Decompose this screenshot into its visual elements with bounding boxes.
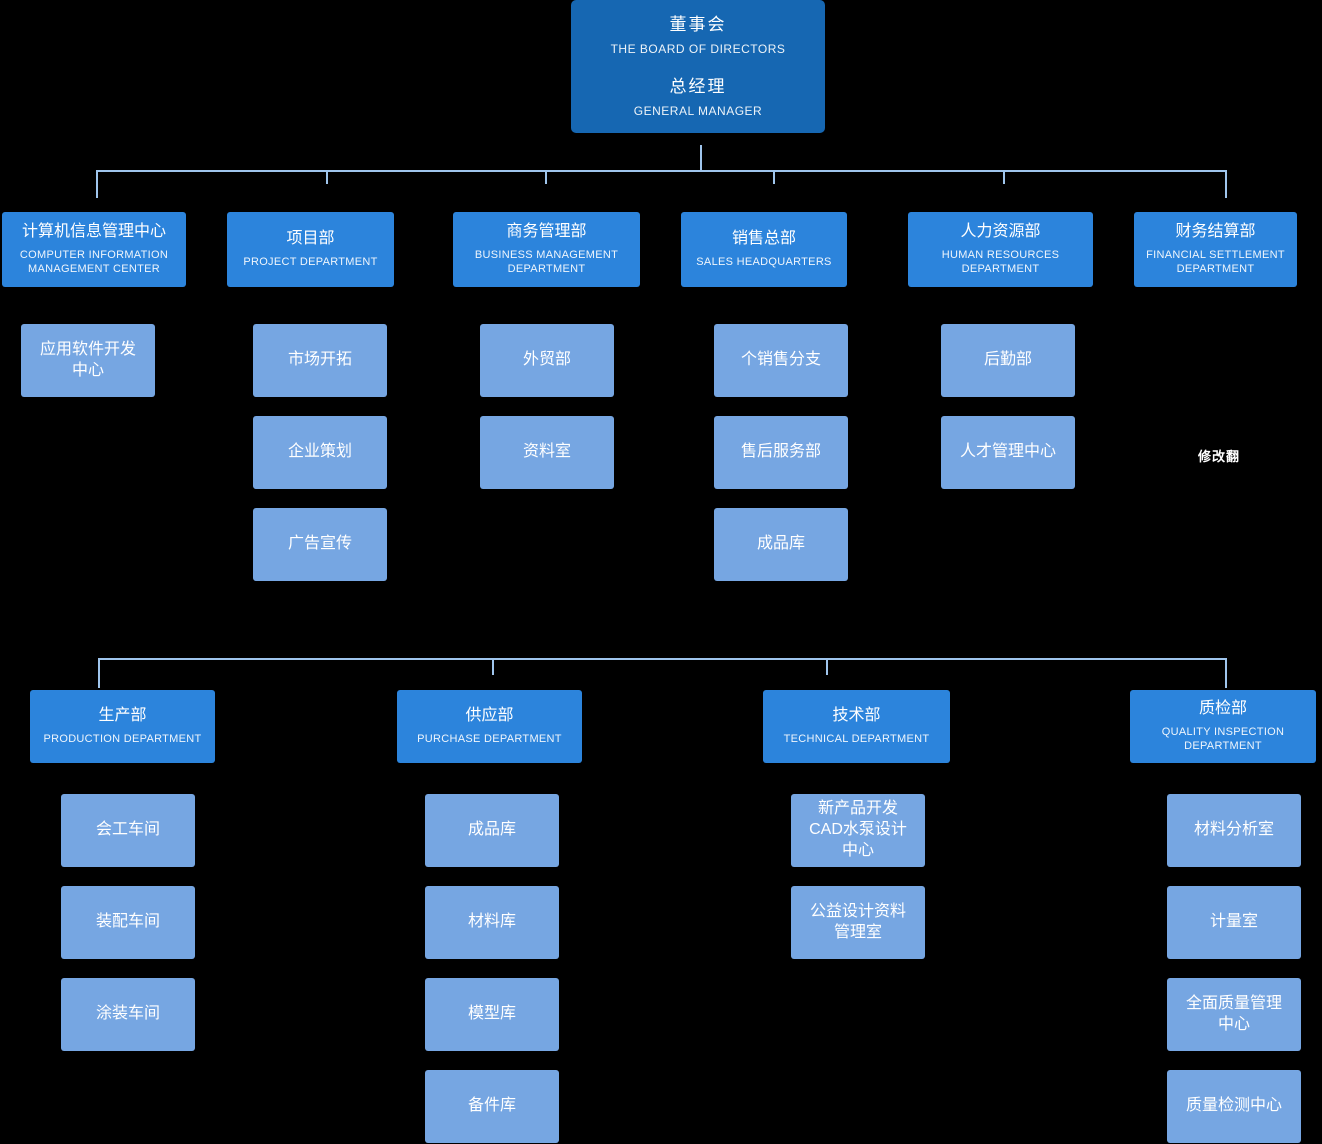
unit-label: 材料分析室 (1193, 821, 1274, 839)
org-node-unit-app-software-center: 应用软件开发 中心 (21, 324, 155, 397)
unit-label: 全面质量管理 中心 (1185, 994, 1282, 1033)
connector-tick (96, 170, 98, 198)
unit-label: 材料库 (467, 913, 516, 931)
dept-label-zh: 项目部 (286, 230, 335, 248)
org-node-unit-talent-management: 人才管理中心 (941, 416, 1075, 489)
org-node-dept-human-resources: 人力资源部 HUMAN RESOURCES DEPARTMENT (908, 212, 1093, 287)
unit-label: 装配车间 (95, 913, 160, 931)
org-node-unit-finished-goods-sales: 成品库 (714, 508, 848, 581)
unit-label: 售后服务部 (740, 443, 821, 461)
watermark-text: 修改翻 (1198, 449, 1241, 464)
unit-label: 企业策划 (287, 443, 352, 461)
org-node-dept-computer-info: 计算机信息管理中心 COMPUTER INFORMATION MANAGEMEN… (2, 212, 186, 287)
general-manager-title: 总经理 (669, 76, 727, 96)
org-node-unit-sales-branch: 个销售分支 (714, 324, 848, 397)
dept-label-en: PRODUCTION DEPARTMENT (43, 732, 202, 745)
general-manager-subtitle: GENERAL MANAGER (633, 103, 763, 118)
unit-label: 广告宣传 (287, 535, 352, 553)
dept-label-en: BUSINESS MANAGEMENT DEPARTMENT (474, 248, 619, 276)
org-node-unit-material-analysis-room: 材料分析室 (1167, 794, 1301, 867)
unit-label: 计量室 (1209, 913, 1258, 931)
unit-label: 模型库 (467, 1005, 516, 1023)
org-node-unit-logistics: 后勤部 (941, 324, 1075, 397)
dept-label-zh: 技术部 (832, 707, 881, 725)
dept-label-zh: 销售总部 (731, 230, 796, 248)
org-node-unit-corporate-planning: 企业策划 (253, 416, 387, 489)
unit-label: 成品库 (467, 821, 516, 839)
org-node-dept-financial-settlement: 财务结算部 FINANCIAL SETTLEMENT DEPARTMENT (1134, 212, 1297, 287)
connector-tick (326, 170, 328, 184)
org-node-unit-metalwork-shop: 会工车间 (61, 794, 195, 867)
connector-tick (492, 658, 494, 675)
dept-label-zh: 供应部 (465, 707, 514, 725)
dept-label-en: PURCHASE DEPARTMENT (417, 732, 562, 745)
dept-label-zh: 质检部 (1198, 699, 1247, 717)
org-node-unit-foreign-trade: 外贸部 (480, 324, 614, 397)
org-node-unit-cad-pump-design-center: 新产品开发 CAD水泵设计 中心 (791, 794, 925, 867)
org-node-dept-project: 项目部 PROJECT DEPARTMENT (227, 212, 394, 287)
unit-label: 市场开拓 (287, 351, 352, 369)
unit-label: 质量检测中心 (1185, 1097, 1282, 1115)
dept-label-zh: 人力资源部 (960, 222, 1041, 240)
dept-label-en: TECHNICAL DEPARTMENT (783, 732, 930, 745)
connector-tick (1225, 658, 1227, 688)
org-node-unit-reference-room: 资料室 (480, 416, 614, 489)
dept-label-zh: 财务结算部 (1175, 222, 1256, 240)
org-node-unit-finished-goods-store: 成品库 (425, 794, 559, 867)
connector-tick (98, 658, 100, 688)
dept-label-en: PROJECT DEPARTMENT (243, 255, 378, 268)
org-node-dept-production: 生产部 PRODUCTION DEPARTMENT (30, 690, 215, 763)
org-node-unit-painting-shop: 涂装车间 (61, 978, 195, 1051)
connector-hline-bottom (99, 658, 1227, 660)
board-title: 董事会 (669, 15, 727, 35)
org-node-dept-sales-hq: 销售总部 SALES HEADQUARTERS (681, 212, 847, 287)
org-node-dept-purchase: 供应部 PURCHASE DEPARTMENT (397, 690, 582, 763)
connector-tick (826, 658, 828, 675)
connector-tick (545, 170, 547, 184)
org-node-unit-total-quality-center: 全面质量管理 中心 (1167, 978, 1301, 1051)
connector-stem-top (700, 145, 702, 171)
unit-label: 个销售分支 (740, 351, 821, 369)
unit-label: 成品库 (756, 535, 805, 553)
dept-label-en: HUMAN RESOURCES DEPARTMENT (941, 248, 1060, 276)
org-node-board-general-manager: 董事会 THE BOARD OF DIRECTORS 总经理 GENERAL M… (571, 0, 825, 133)
org-node-dept-quality-inspection: 质检部 QUALITY INSPECTION DEPARTMENT (1130, 690, 1316, 763)
unit-label: 资料室 (522, 443, 571, 461)
org-node-unit-after-sales: 售后服务部 (714, 416, 848, 489)
org-node-unit-assembly-shop: 装配车间 (61, 886, 195, 959)
unit-label: 备件库 (467, 1097, 516, 1115)
unit-label: 公益设计资料 管理室 (809, 902, 906, 941)
org-node-dept-business-management: 商务管理部 BUSINESS MANAGEMENT DEPARTMENT (453, 212, 640, 287)
dept-label-zh: 商务管理部 (506, 222, 587, 240)
dept-label-en: COMPUTER INFORMATION MANAGEMENT CENTER (19, 248, 169, 276)
dept-label-en: FINANCIAL SETTLEMENT DEPARTMENT (1146, 248, 1285, 276)
org-node-unit-spare-parts-store: 备件库 (425, 1070, 559, 1143)
dept-label-zh: 生产部 (98, 707, 147, 725)
dept-label-zh: 计算机信息管理中心 (21, 222, 166, 240)
unit-label: 涂装车间 (95, 1005, 160, 1023)
org-node-unit-advertising: 广告宣传 (253, 508, 387, 581)
org-node-unit-material-store: 材料库 (425, 886, 559, 959)
connector-tick (1225, 170, 1227, 198)
unit-label: 会工车间 (95, 821, 160, 839)
unit-label: 新产品开发 CAD水泵设计 中心 (809, 800, 907, 859)
org-node-unit-design-archives-room: 公益设计资料 管理室 (791, 886, 925, 959)
board-subtitle: THE BOARD OF DIRECTORS (610, 42, 786, 57)
connector-hline-top (97, 170, 1227, 172)
unit-label: 人才管理中心 (959, 443, 1056, 461)
org-node-unit-market-development: 市场开拓 (253, 324, 387, 397)
unit-label: 后勤部 (983, 351, 1032, 369)
dept-label-en: SALES HEADQUARTERS (696, 255, 832, 268)
org-node-dept-technical: 技术部 TECHNICAL DEPARTMENT (763, 690, 950, 763)
org-node-unit-metrology-room: 计量室 (1167, 886, 1301, 959)
unit-label: 外贸部 (522, 351, 571, 369)
org-node-unit-model-store: 模型库 (425, 978, 559, 1051)
unit-label: 应用软件开发 中心 (39, 340, 136, 379)
connector-tick (1003, 170, 1005, 184)
dept-label-en: QUALITY INSPECTION DEPARTMENT (1161, 725, 1285, 753)
connector-tick (773, 170, 775, 184)
org-node-unit-quality-testing-center: 质量检测中心 (1167, 1070, 1301, 1143)
